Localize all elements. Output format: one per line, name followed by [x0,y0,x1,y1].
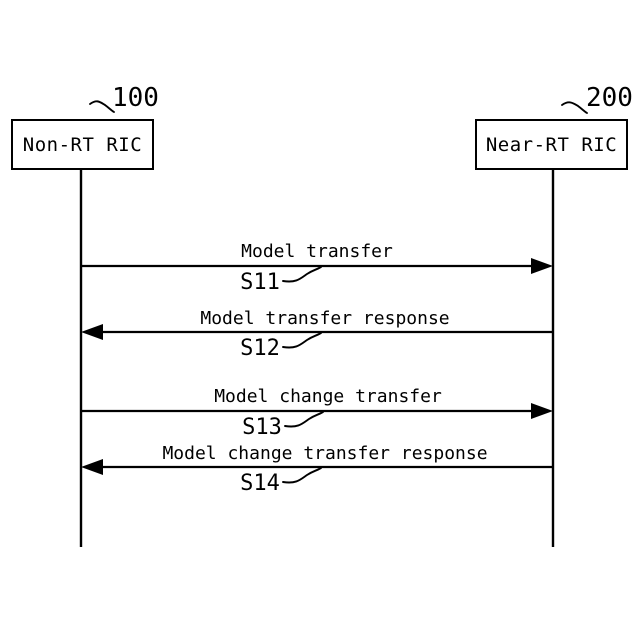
leader-line-s14 [282,467,322,484]
reference-number-200: 200 [586,83,633,113]
arrowhead-right-s11 [531,258,553,274]
reference-number-100: 100 [112,83,159,113]
message-label-s13: Model change transfer [214,386,442,407]
step-label-s11: S11 [240,270,280,295]
step-label-s14: S14 [240,471,280,496]
arrowhead-left-s14 [81,459,103,475]
leader-line-s12 [282,332,322,349]
message-arrow-s13 [81,403,553,428]
participant-label-non-rt-ric: Non-RT RIC [22,133,143,156]
message-arrow-s12 [81,324,553,349]
step-label-s12: S12 [240,336,280,361]
message-arrow-s11 [81,258,553,283]
leader-line-s11 [282,266,322,283]
reference-leader-lines [89,100,588,114]
message-label-s11: Model transfer [241,241,393,262]
arrowhead-left-s12 [81,324,103,340]
lifelines [79,170,555,547]
message-label-s12: Model transfer response [200,308,450,329]
leader-line-s13 [284,411,324,428]
participant-box-non-rt-ric[interactable]: Non-RT RIC [11,119,154,170]
participant-box-near-rt-ric[interactable]: Near-RT RIC [475,119,628,170]
message-arrow-s14 [81,459,553,484]
message-label-s14: Model change transfer response [162,443,488,464]
participant-label-near-rt-ric: Near-RT RIC [485,133,618,156]
arrowhead-right-s13 [531,403,553,419]
step-label-s13: S13 [242,415,282,440]
leader-line-ref-200 [561,101,588,114]
leader-line-ref-100 [89,100,115,113]
